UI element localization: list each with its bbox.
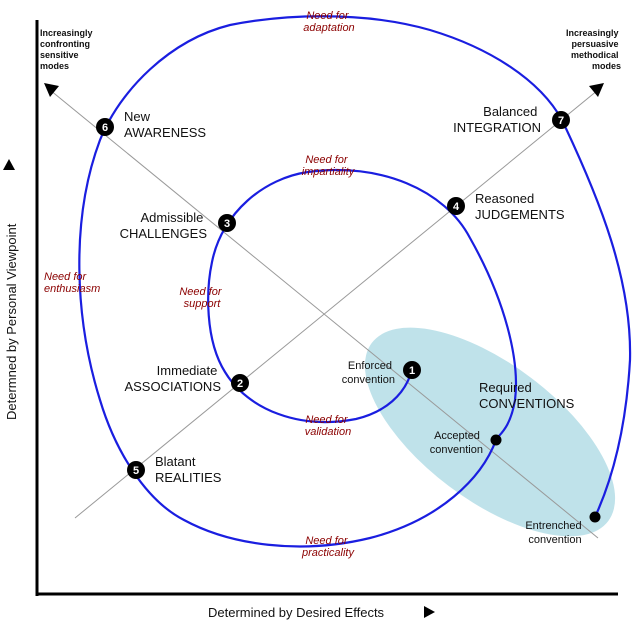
node-2-number: 2 [237, 378, 243, 390]
node-7-number: 7 [558, 115, 564, 127]
arrow-upper-left-icon [44, 83, 59, 97]
corner-label-right: Increasingly persuasive methodical modes [566, 28, 621, 71]
y-axis-arrow-icon [3, 159, 15, 170]
node-7-marker [552, 111, 570, 129]
need-validation-label: Need for validation [305, 414, 351, 438]
node-6: 6 New AWARENESS [96, 109, 206, 140]
y-axis-title: Determned by Personal Viewpoint [4, 223, 19, 420]
node-5-number: 5 [133, 465, 139, 477]
node-1-marker [403, 361, 421, 379]
entrenched-convention-dot [589, 511, 601, 523]
need-impartiality-label: Need for impartiality [302, 154, 356, 178]
node-6-number: 6 [102, 122, 108, 134]
node-3-marker [218, 214, 236, 232]
need-support-label: Need for support [179, 286, 224, 310]
node-2-marker [231, 374, 249, 392]
node-6-marker [96, 118, 114, 136]
node-1-label: Enforced convention [342, 360, 395, 386]
node-6-label: New AWARENESS [124, 109, 206, 140]
node-5: 5 Blatant REALITIES [127, 454, 222, 485]
diagonal-confronting-line [49, 89, 599, 539]
arrow-upper-right-icon [589, 83, 604, 97]
node-2: 2 Immediate ASSOCIATIONS [124, 363, 249, 394]
development-spiral [78, 15, 632, 548]
node-5-label: Blatant REALITIES [155, 454, 222, 485]
node-4-marker [447, 197, 465, 215]
x-axis-title: Determined by Desired Effects [208, 605, 385, 620]
node-1: 1 Enforced convention [342, 360, 421, 386]
node-4: 4 Reasoned JUDGEMENTS [447, 191, 565, 222]
x-axis-arrow-icon [424, 606, 435, 618]
node-5-marker [127, 461, 145, 479]
need-enthusiasm-label: Need for enthusiasm [44, 271, 100, 295]
diagonal-persuasive-line [74, 89, 599, 519]
need-adaptation-label: Need for adaptation [303, 10, 354, 34]
node-7: 7 Balanced INTEGRATION [453, 104, 570, 135]
node-3-label: Admissible CHALLENGES [120, 210, 208, 241]
conventions-ellipse [364, 327, 616, 537]
entrenched-convention-label: Entrenched convention [525, 520, 584, 546]
node-7-label: Balanced INTEGRATION [453, 104, 541, 135]
node-4-label: Reasoned JUDGEMENTS [475, 191, 565, 222]
accepted-convention-dot [490, 434, 502, 446]
node-4-number: 4 [453, 201, 460, 213]
corner-label-left: Increasingly confronting sensitive modes [40, 28, 95, 71]
accepted-convention-label: Accepted convention [430, 430, 483, 456]
node-3-number: 3 [224, 218, 230, 230]
need-practicality-label: Need for practicality [301, 535, 355, 559]
node-1-number: 1 [409, 365, 415, 377]
node-2-label: Immediate ASSOCIATIONS [124, 363, 221, 394]
required-conventions-label: Required CONVENTIONS [479, 380, 575, 411]
node-3: 3 Admissible CHALLENGES [120, 210, 236, 241]
